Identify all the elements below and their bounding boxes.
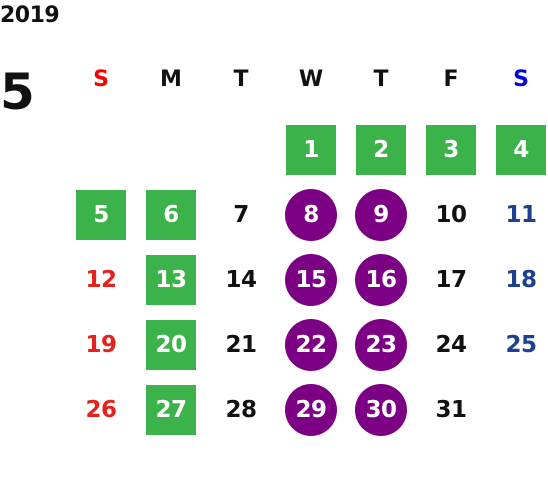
day-cell-5[interactable]: 5: [76, 190, 126, 240]
day-cell-2[interactable]: 2: [356, 125, 406, 175]
day-cell-28[interactable]: 28: [225, 397, 257, 423]
weekday-header-sat: S: [513, 67, 529, 92]
year-label: 2019: [0, 3, 60, 28]
weekday-header-sun: S: [93, 67, 109, 92]
day-cell-18[interactable]: 18: [505, 267, 537, 293]
day-cell-10[interactable]: 10: [435, 202, 467, 228]
day-cell-29[interactable]: 29: [285, 384, 337, 436]
day-cell-4[interactable]: 4: [496, 125, 546, 175]
day-cell-23[interactable]: 23: [355, 319, 407, 371]
day-cell-21[interactable]: 21: [225, 332, 257, 358]
day-cell-27[interactable]: 27: [146, 385, 196, 435]
day-cell-15[interactable]: 15: [285, 254, 337, 306]
day-cell-25[interactable]: 25: [505, 332, 537, 358]
day-cell-12[interactable]: 12: [85, 267, 117, 293]
weekday-header-fri: F: [443, 67, 459, 92]
day-cell-11[interactable]: 11: [505, 202, 537, 228]
weekday-header-wed: W: [298, 67, 324, 92]
day-cell-1[interactable]: 1: [286, 125, 336, 175]
day-cell-6[interactable]: 6: [146, 190, 196, 240]
weekday-header-mon: M: [160, 67, 182, 92]
weekday-header-thu: T: [373, 67, 389, 92]
weekday-header-tue: T: [233, 67, 249, 92]
day-cell-20[interactable]: 20: [146, 320, 196, 370]
day-cell-24[interactable]: 24: [435, 332, 467, 358]
day-cell-14[interactable]: 14: [225, 267, 257, 293]
day-cell-26[interactable]: 26: [85, 397, 117, 423]
day-cell-7[interactable]: 7: [233, 202, 249, 228]
day-cell-30[interactable]: 30: [355, 384, 407, 436]
day-cell-3[interactable]: 3: [426, 125, 476, 175]
month-label: 5: [0, 63, 35, 121]
day-cell-31[interactable]: 31: [435, 397, 467, 423]
day-cell-22[interactable]: 22: [285, 319, 337, 371]
day-cell-8[interactable]: 8: [285, 189, 337, 241]
day-cell-17[interactable]: 17: [435, 267, 467, 293]
day-cell-9[interactable]: 9: [355, 189, 407, 241]
day-cell-19[interactable]: 19: [85, 332, 117, 358]
day-cell-13[interactable]: 13: [146, 255, 196, 305]
day-cell-16[interactable]: 16: [355, 254, 407, 306]
